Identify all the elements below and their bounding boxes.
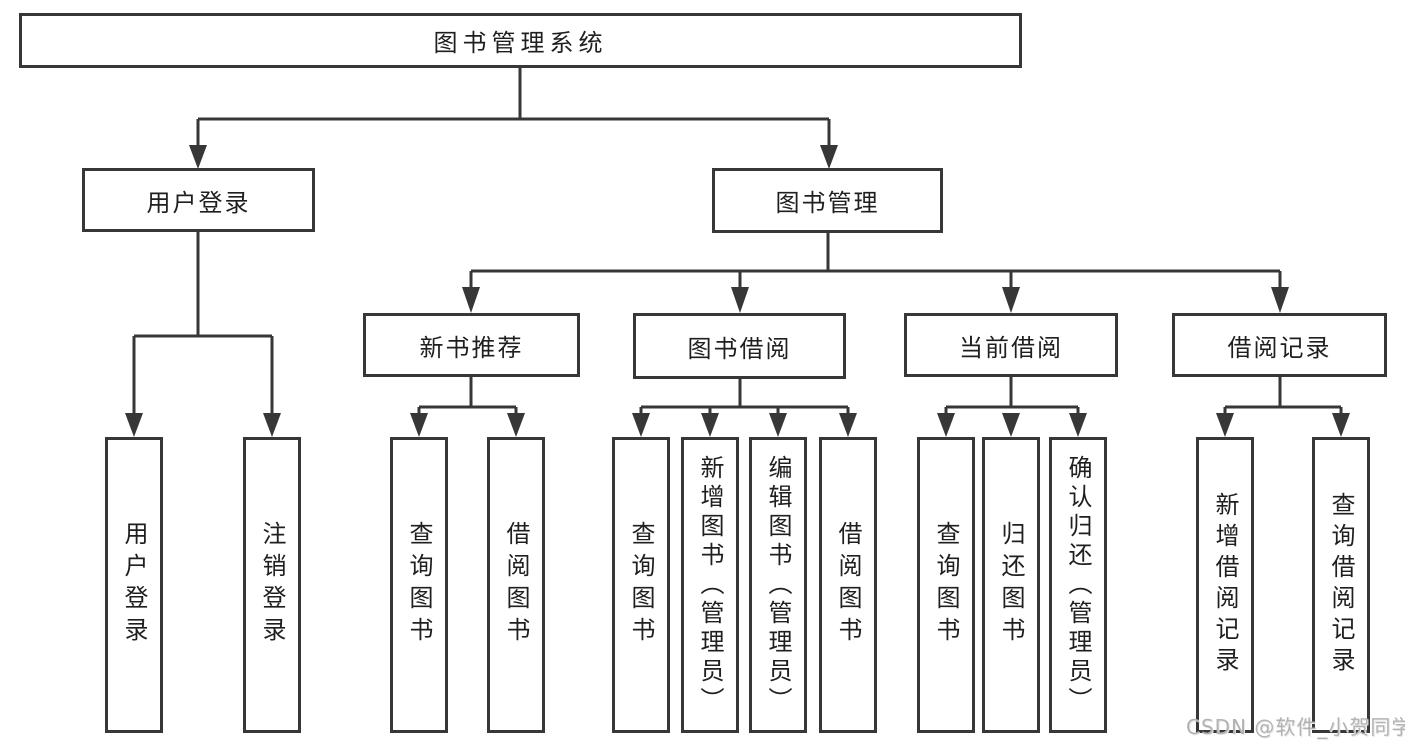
node-user-login: 用户登录: [82, 168, 315, 232]
node-new-book-recommend: 新书推荐: [363, 313, 580, 377]
node-borrow-records: 借阅记录: [1172, 313, 1387, 377]
leaf-query-books-current: 查询图书: [917, 437, 975, 733]
leaf-label: 确认归还（管理员）: [1064, 454, 1092, 716]
arrowheads: [125, 145, 1350, 437]
node-book-borrowing: 图书借阅: [633, 313, 846, 379]
leaf-add-books-admin: 新增图书（管理员）: [681, 437, 739, 733]
leaf-label: 编辑图书（管理员）: [764, 454, 792, 716]
leaf-label: 注销登录: [258, 521, 286, 649]
leaf-label: 新增借阅记录: [1211, 492, 1239, 678]
leaf-label: 查询图书: [932, 521, 960, 649]
node-current-borrowing: 当前借阅: [904, 313, 1118, 377]
leaf-logout: 注销登录: [243, 437, 301, 733]
leaf-label: 借阅图书: [502, 521, 530, 649]
node-book-management: 图书管理: [712, 168, 943, 233]
leaf-label: 查询图书: [627, 521, 655, 649]
leaf-edit-books-admin: 编辑图书（管理员）: [749, 437, 807, 733]
csdn-watermark: CSDN @软件_小贺同学: [1186, 715, 1405, 739]
leaf-query-books-newbook: 查询图书: [390, 437, 448, 733]
leaf-label: 借阅图书: [834, 521, 862, 649]
leaf-query-books-borrow: 查询图书: [612, 437, 670, 733]
leaf-query-borrow-record: 查询借阅记录: [1312, 437, 1370, 733]
leaf-label: 查询图书: [405, 521, 433, 649]
leaf-label: 查询借阅记录: [1327, 492, 1355, 678]
leaf-confirm-return-admin: 确认归还（管理员）: [1049, 437, 1107, 733]
connector-stroke-paths: [132, 68, 1343, 417]
leaf-label: 归还图书: [997, 521, 1025, 649]
leaf-add-borrow-record: 新增借阅记录: [1196, 437, 1254, 733]
leaf-return-books: 归还图书: [982, 437, 1040, 733]
node-library-management-system: 图书管理系统: [19, 13, 1022, 68]
leaf-label: 新增图书（管理员）: [696, 454, 724, 716]
leaf-borrow-books-newbook: 借阅图书: [487, 437, 545, 733]
leaf-label: 用户登录: [120, 521, 148, 649]
leaf-borrow-books: 借阅图书: [819, 437, 877, 733]
leaf-user-login: 用户登录: [105, 437, 163, 733]
